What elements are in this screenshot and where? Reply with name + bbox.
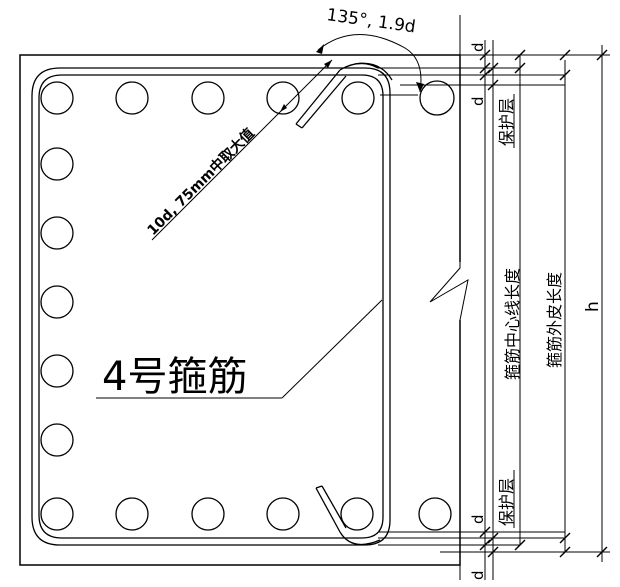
cover-top-label: 保护层 (497, 98, 516, 146)
bar-dia-top-outer: d (469, 42, 487, 52)
hook-angle-annotation: 135°, 1.9d (316, 5, 424, 96)
longitudinal-bar (40, 423, 74, 457)
longitudinal-bar (266, 497, 300, 531)
longitudinal-bar (40, 147, 74, 181)
title-annotation: 4号箍筋 (96, 299, 383, 400)
stirrup-outer-line (31, 67, 391, 546)
hook-bar (419, 80, 455, 116)
break-mark (429, 15, 469, 580)
longitudinal-bars (40, 81, 375, 531)
longitudinal-bar (40, 216, 74, 250)
bar-dia-bottom-inner: d (469, 514, 487, 524)
longitudinal-bar (341, 81, 375, 115)
bottom-hook (315, 485, 381, 546)
longitudinal-bar (191, 81, 225, 115)
corner-bar-bottom-right (340, 497, 374, 531)
bar-dia-top-inner: d (469, 96, 487, 106)
top-hook (295, 62, 393, 129)
hook-bar-bottom (418, 497, 452, 531)
dimension-ticks (479, 49, 608, 558)
hook-length-label: 10d, 75mm中取大值 (144, 125, 258, 239)
longitudinal-bar (191, 497, 225, 531)
longitudinal-bar (40, 81, 74, 115)
title-label: 4号箍筋 (102, 354, 247, 400)
bar-dia-bottom-outer: d (469, 570, 487, 580)
longitudinal-bar (40, 285, 74, 319)
stirrup-inner-line (38, 74, 384, 539)
longitudinal-bar (115, 497, 149, 531)
longitudinal-bar (266, 81, 300, 115)
dimension-lines (378, 40, 610, 580)
hook-angle-label: 135°, 1.9d (325, 5, 417, 37)
height-label: h (583, 301, 603, 312)
outer-length-label: 箍筋外皮长度 (545, 272, 564, 368)
longitudinal-bar (40, 354, 74, 388)
longitudinal-bar (115, 81, 149, 115)
longitudinal-bar (40, 497, 74, 531)
hook-length-annotation: 10d, 75mm中取大值 (144, 59, 333, 241)
cover-bottom-label: 保护层 (497, 478, 516, 526)
center-length-label: 箍筋中心线长度 (503, 268, 522, 380)
